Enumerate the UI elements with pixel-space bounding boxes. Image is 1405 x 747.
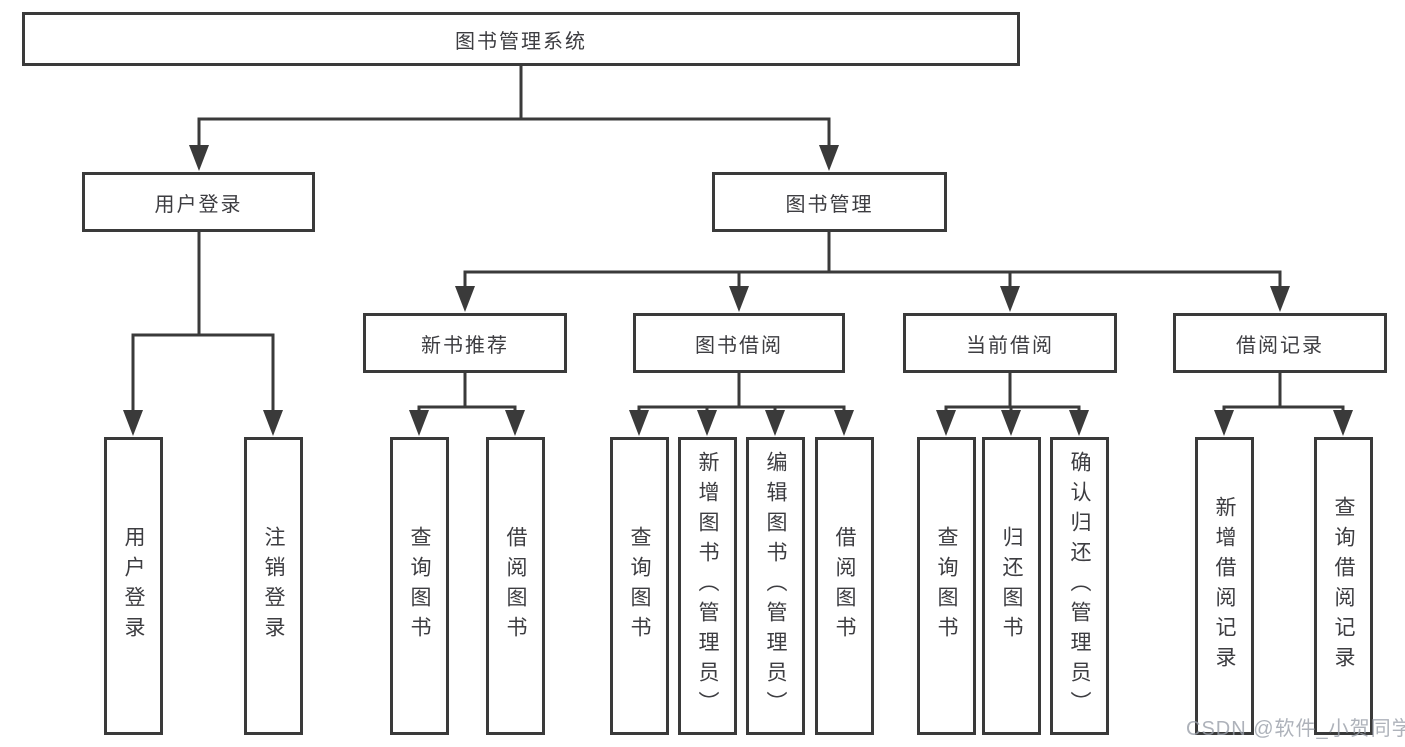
leaf-borrow-add-books-admin: 新增图书（管理员） <box>678 437 737 735</box>
arrowhead-icon <box>1000 286 1020 312</box>
node-library-management-system: 图书管理系统 <box>22 12 1020 66</box>
node-label: 图书借阅 <box>695 334 783 357</box>
node-label: 确认归还（管理员） <box>1068 451 1091 721</box>
leaf-current-confirm-return-admin: 确认归还（管理员） <box>1050 437 1109 735</box>
node-label: 查询图书 <box>408 526 431 646</box>
leaf-records-query-record: 查询借阅记录 <box>1314 437 1373 735</box>
arrowhead-icon <box>729 286 749 312</box>
arrowhead-icon <box>1214 410 1234 436</box>
arrowhead-icon <box>1069 410 1089 436</box>
arrowhead-icon <box>505 410 525 436</box>
arrowhead-icon <box>1270 286 1290 312</box>
node-current-borrowing: 当前借阅 <box>903 313 1117 373</box>
node-label: 新增借阅记录 <box>1213 496 1236 676</box>
node-user-login: 用户登录 <box>82 172 315 232</box>
leaf-borrow-edit-books-admin: 编辑图书（管理员） <box>746 437 805 735</box>
arrowhead-icon <box>189 145 209 171</box>
leaf-records-add-record: 新增借阅记录 <box>1195 437 1254 735</box>
node-label: 注销登录 <box>262 526 285 646</box>
node-label: 归还图书 <box>1000 526 1023 646</box>
node-label: 新增图书（管理员） <box>696 451 719 721</box>
node-label: 查询图书 <box>935 526 958 646</box>
node-new-book-recommendation: 新书推荐 <box>363 313 567 373</box>
leaf-user-login: 用户登录 <box>104 437 163 735</box>
arrowhead-icon <box>1333 410 1353 436</box>
node-label: 查询图书 <box>628 526 651 646</box>
node-label: 图书管理 <box>785 193 874 216</box>
node-label: 借阅记录 <box>1236 334 1324 357</box>
node-borrowing-records: 借阅记录 <box>1173 313 1387 373</box>
arrowhead-icon <box>765 410 785 436</box>
leaf-recommend-query-books: 查询图书 <box>390 437 449 735</box>
node-label: 借阅图书 <box>504 526 527 646</box>
leaf-recommend-borrow-books: 借阅图书 <box>486 437 545 735</box>
node-label: 编辑图书（管理员） <box>764 451 787 721</box>
arrowhead-icon <box>936 410 956 436</box>
node-label: 新书推荐 <box>421 334 509 357</box>
arrowhead-icon <box>697 410 717 436</box>
arrowhead-icon <box>263 410 283 436</box>
node-label: 图书管理系统 <box>455 30 587 53</box>
watermark-csdn: CSDN @软件_小贺同学 <box>1186 718 1405 740</box>
node-label: 用户登录 <box>154 193 243 216</box>
node-label: 查询借阅记录 <box>1332 496 1355 676</box>
node-label: 当前借阅 <box>966 334 1054 357</box>
node-label: 用户登录 <box>122 526 145 646</box>
arrowhead-icon <box>1001 410 1021 436</box>
arrowheads <box>123 145 1353 436</box>
arrowhead-icon <box>455 286 475 312</box>
arrowhead-icon <box>629 410 649 436</box>
node-label: 借阅图书 <box>833 526 856 646</box>
arrowhead-icon <box>123 410 143 436</box>
connector-path <box>131 62 1345 414</box>
leaf-borrow-borrow-books: 借阅图书 <box>815 437 874 735</box>
leaf-current-return-books: 归还图书 <box>982 437 1041 735</box>
node-book-borrowing: 图书借阅 <box>633 313 845 373</box>
arrowhead-icon <box>409 410 429 436</box>
arrowhead-icon <box>834 410 854 436</box>
leaf-borrow-query-books: 查询图书 <box>610 437 669 735</box>
arrowhead-icon <box>819 145 839 171</box>
leaf-logout: 注销登录 <box>244 437 303 735</box>
node-book-management: 图书管理 <box>712 172 947 232</box>
leaf-current-query-books: 查询图书 <box>917 437 976 735</box>
